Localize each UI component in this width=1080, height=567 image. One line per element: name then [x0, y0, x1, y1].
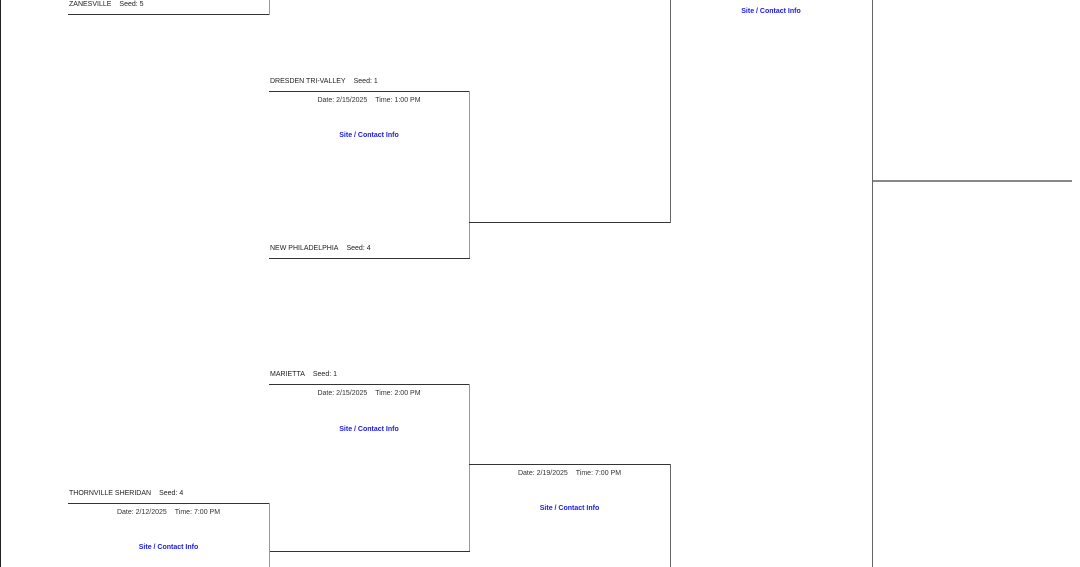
bracket-line [269, 503, 270, 567]
bracket-line [269, 258, 470, 259]
bracket-line [469, 384, 470, 552]
bracket-line [68, 503, 269, 504]
team-name: DRESDEN TRI-VALLEY [270, 78, 346, 85]
bracket-line [469, 91, 470, 259]
site-contact-link[interactable]: Site / Contact Info [539, 505, 600, 512]
team-name: MARIETTA [270, 371, 305, 378]
team-slot-dresden: DRESDEN TRI-VALLEY Seed: 1 [270, 78, 378, 85]
site-contact-link[interactable]: Site / Contact Info [138, 544, 199, 551]
bracket-line [68, 14, 269, 15]
bracket-line [269, 384, 470, 385]
team-seed: Seed: 5 [119, 1, 144, 8]
team-seed: Seed: 4 [159, 490, 184, 497]
bracket-line [269, 0, 270, 15]
site-contact-link[interactable]: Site / Contact Info [339, 426, 399, 433]
bracket-line [872, 0, 873, 567]
page-left-border [0, 0, 1, 567]
bracket-line [469, 222, 671, 223]
team-seed: Seed: 1 [353, 78, 378, 85]
team-slot-zanesville: ZANESVILLE Seed: 5 [69, 1, 144, 8]
bracket-line [873, 180, 1072, 182]
team-slot-thornville-sheridan: THORNVILLE SHERIDAN Seed: 4 [69, 490, 183, 497]
team-seed: Seed: 1 [312, 371, 338, 378]
bracket-line [670, 0, 671, 223]
team-name: ZANESVILLE [69, 1, 112, 8]
bracket-line [469, 464, 671, 465]
site-contact-link[interactable]: Site / Contact Info [741, 8, 801, 15]
bracket-line [269, 91, 470, 92]
team-slot-marietta: MARIETTA Seed: 1 [270, 371, 337, 378]
team-name: NEW PHILADELPHIA [270, 245, 339, 252]
bracket-line [670, 464, 671, 567]
site-contact-link[interactable]: Site / Contact Info [339, 132, 399, 139]
team-seed: Seed: 4 [346, 245, 371, 252]
team-slot-new-philadelphia: NEW PHILADELPHIA Seed: 4 [270, 245, 371, 252]
bracket-line [269, 551, 470, 552]
team-name: THORNVILLE SHERIDAN [69, 490, 152, 497]
